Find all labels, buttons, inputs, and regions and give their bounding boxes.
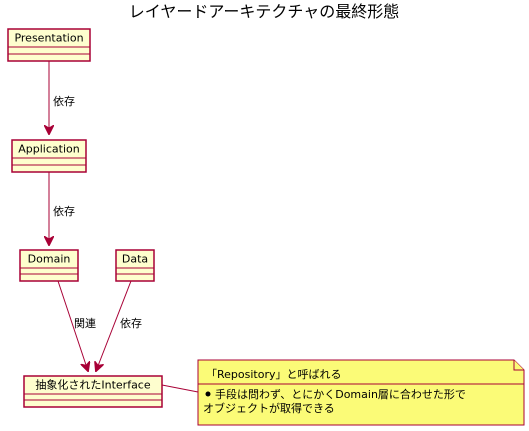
- node-domain: Domain: [19, 249, 79, 282]
- node-application: Application: [11, 139, 87, 173]
- edge-application-domain: 依存: [49, 172, 75, 245]
- edge-presentation-application: 依存: [49, 61, 75, 134]
- note-line-2: オブジェクトが取得できる: [203, 401, 335, 415]
- note-heading: 「Repository」と呼ばれる: [206, 368, 342, 381]
- edge-label-data-interface: 依存: [120, 316, 142, 330]
- note-bullet: [205, 391, 211, 397]
- note-connector: [161, 384, 199, 393]
- node-data-label: Data: [122, 253, 148, 266]
- note-line-1: 手段は問わず、とにかくDomain層に合わせた形で: [215, 387, 466, 401]
- node-presentation: Presentation: [7, 28, 91, 62]
- diagram-title: レイヤードアーキテクチャの最終形態: [129, 2, 399, 21]
- node-abstract-interface: 抽象化されたInterface: [23, 375, 163, 408]
- node-data: Data: [115, 249, 155, 282]
- repository-note: 「Repository」と呼ばれる 手段は問わず、とにかくDomain層に合わせ…: [197, 359, 525, 426]
- edge-label-domain-interface: 関連: [74, 316, 96, 330]
- edge-data-interface: 依存: [96, 280, 142, 371]
- node-domain-label: Domain: [28, 253, 71, 266]
- node-interface-label: 抽象化されたInterface: [35, 378, 150, 392]
- edge-label-presentation-application: 依存: [53, 94, 75, 108]
- node-presentation-label: Presentation: [14, 32, 83, 45]
- node-application-label: Application: [18, 143, 79, 156]
- edge-label-application-domain: 依存: [53, 204, 75, 218]
- edge-domain-interface: 関連: [57, 280, 96, 371]
